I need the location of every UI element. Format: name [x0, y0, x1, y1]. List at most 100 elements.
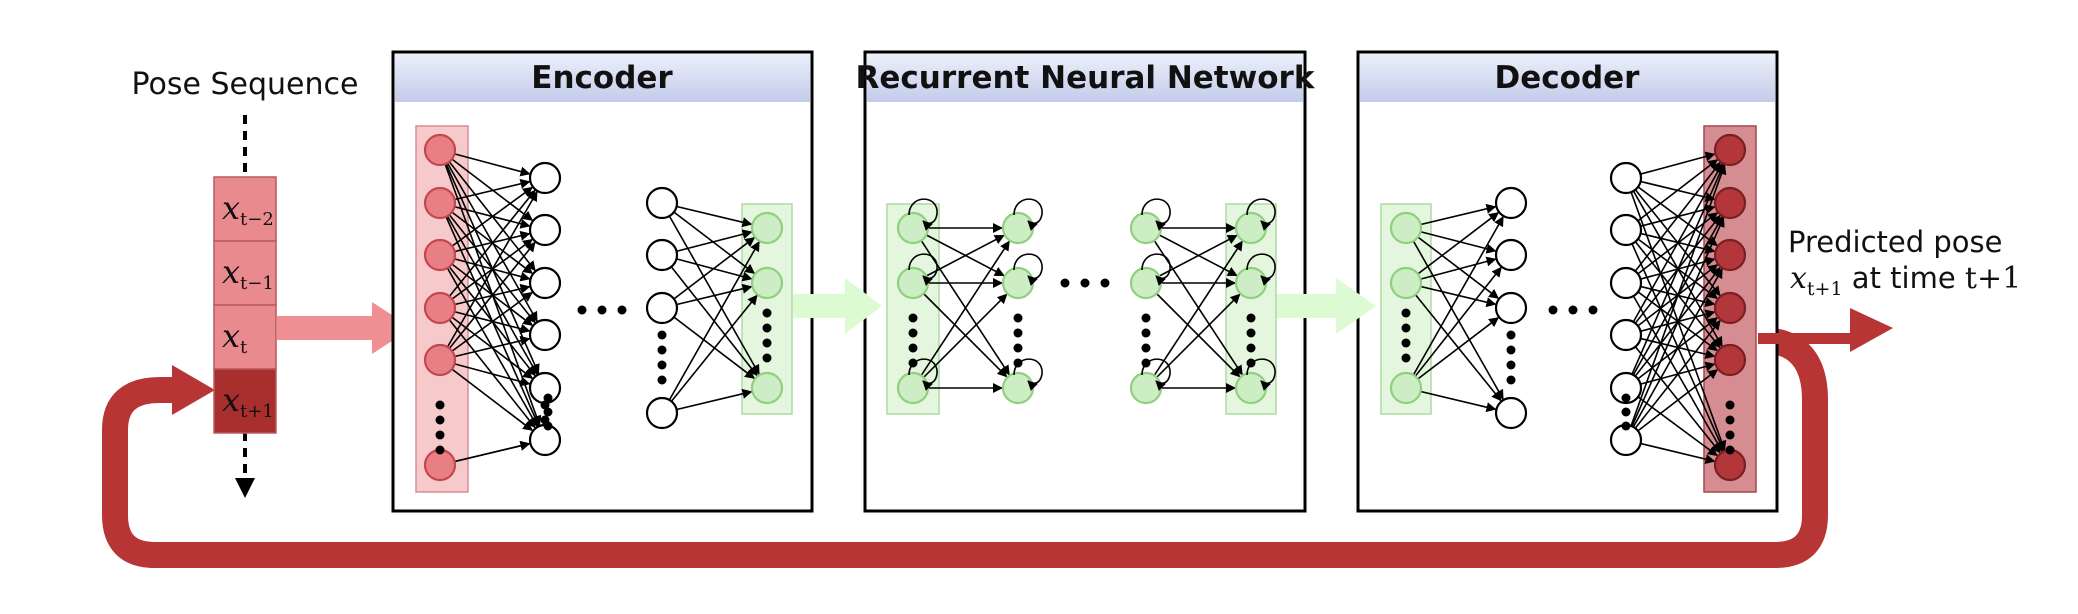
ellipsis-dot: [543, 407, 553, 417]
decoder-output-node: [1713, 133, 1747, 167]
feedback-loop-arrow: [102, 327, 1828, 568]
ellipsis-dot: [435, 415, 445, 425]
rnn-node: [1234, 371, 1268, 405]
connection: [661, 237, 756, 309]
ellipsis-dot: [597, 305, 607, 315]
encoder-input-node: [423, 133, 457, 167]
encoder-input-node: [423, 186, 457, 220]
connection: [1625, 164, 1727, 441]
rnn-node: [1001, 266, 1035, 300]
connection: [661, 202, 760, 375]
connection: [439, 189, 536, 309]
encoder-hidden-node: [645, 238, 679, 272]
encoder-to-rnn-arrow: [793, 278, 882, 334]
connection: [1405, 227, 1504, 400]
ellipsis-dot: [1401, 308, 1411, 318]
ellipsis-dot: [1401, 353, 1411, 363]
rnn-node: [1001, 371, 1035, 405]
decoder-input-node: [1389, 371, 1423, 405]
rnn-node: [896, 211, 930, 245]
rnn-node: [1129, 266, 1163, 300]
encoder-hidden-node: [645, 291, 679, 325]
ellipsis-dot: [908, 328, 918, 338]
connection: [1405, 212, 1500, 284]
encoder-hidden-node: [645, 396, 679, 430]
ellipsis-dot: [1246, 328, 1256, 338]
ellipsis-dot: [1013, 328, 1023, 338]
predicted-pose-label: Predicted pose: [1788, 225, 2002, 259]
decoder-title: Decoder: [1495, 60, 1641, 96]
pose-frame-label: xt−1: [222, 253, 274, 294]
connection: [1625, 163, 1725, 389]
encoder-title: Encoder: [531, 60, 673, 96]
decoder-input-node: [1389, 266, 1423, 300]
encoder-hidden-node: [528, 213, 562, 247]
self-loop: [1141, 198, 1171, 231]
ellipsis-dot: [1401, 323, 1411, 333]
rnn-node: [1129, 371, 1163, 405]
connection: [661, 202, 756, 274]
ellipsis-dot: [1141, 313, 1151, 323]
connection: [661, 241, 760, 414]
ellipsis-dot: [657, 330, 667, 340]
connection: [1625, 163, 1723, 336]
self-loop: [1013, 198, 1043, 231]
encoder-hidden-node: [528, 266, 562, 300]
ellipsis-dot: [1246, 358, 1256, 368]
connection: [1625, 177, 1718, 247]
connection: [439, 202, 534, 274]
decoder-output-node: [1713, 238, 1747, 272]
decoder-hidden-node: [1494, 186, 1528, 220]
connection: [1405, 227, 1500, 299]
rnn-node: [896, 266, 930, 300]
ellipsis-dot: [762, 338, 772, 348]
connection: [1145, 227, 1238, 277]
output-arrow: [1758, 308, 1893, 352]
encoder-code-node: [750, 266, 784, 300]
ellipsis-dot: [1621, 421, 1631, 431]
rnn-node: [896, 371, 930, 405]
connection: [439, 149, 536, 272]
connection: [1625, 177, 1727, 451]
rnn-node: [1234, 266, 1268, 300]
pose-frame: [213, 304, 277, 370]
encoder-input-node: [423, 238, 457, 272]
ellipsis-dot: [1568, 305, 1578, 315]
ellipsis-dot: [435, 430, 445, 440]
ellipsis-dot: [657, 375, 667, 385]
connection: [1405, 317, 1500, 389]
connection: [1405, 282, 1502, 402]
ellipsis-dot: [1013, 313, 1023, 323]
decoder-hidden-node: [1609, 371, 1643, 405]
connection: [661, 307, 756, 379]
ellipsis-dot: [908, 358, 918, 368]
connection: [1625, 317, 1719, 389]
connection: [439, 238, 533, 309]
connection: [439, 359, 534, 431]
decoder-output-node: [1713, 343, 1747, 377]
connection: [912, 227, 1005, 277]
encoder-hidden-node: [645, 186, 679, 220]
ellipsis-dot: [1100, 278, 1110, 288]
ellipsis-dot: [657, 360, 667, 370]
ellipsis-dot: [435, 400, 445, 410]
decoder-hidden-node: [1609, 318, 1643, 352]
ellipsis-dot: [1013, 343, 1023, 353]
feedback-arrowhead: [172, 365, 215, 415]
encoder-input-node: [423, 343, 457, 377]
ellipsis-dot: [1588, 305, 1598, 315]
ellipsis-dot: [1141, 328, 1151, 338]
self-loop: [908, 198, 938, 231]
ellipsis-dot: [1401, 338, 1411, 348]
pose-sequence-label: Pose Sequence: [132, 67, 359, 102]
ellipsis-dot: [1246, 313, 1256, 323]
encoder-code-node: [750, 211, 784, 245]
rnn-node: [1129, 211, 1163, 245]
ellipsis-dot: [1548, 305, 1558, 315]
connection: [1625, 161, 1721, 284]
connection: [1625, 266, 1721, 389]
connection: [1145, 227, 1243, 376]
connection: [1625, 282, 1718, 352]
ellipsis-dot: [1246, 343, 1256, 353]
